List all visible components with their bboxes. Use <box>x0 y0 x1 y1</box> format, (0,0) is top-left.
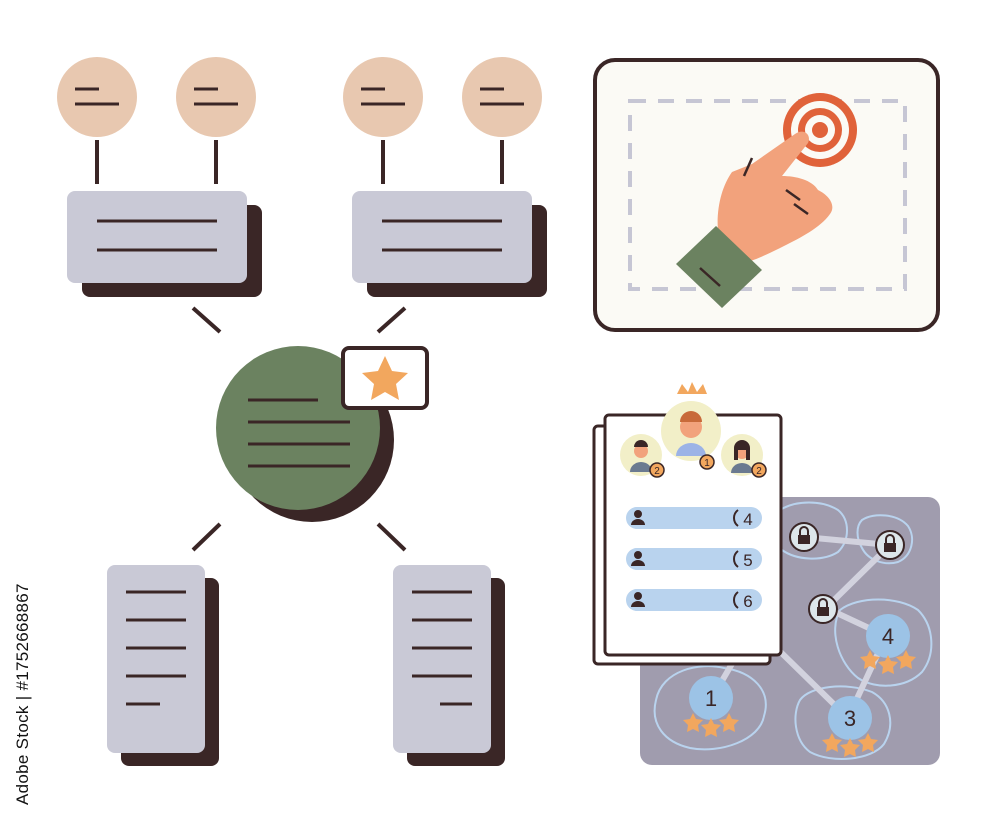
star-icon <box>822 733 842 752</box>
user-icon <box>634 592 642 600</box>
group-card-right <box>352 191 547 297</box>
crown-icon <box>677 382 707 394</box>
user-icon <box>634 510 642 518</box>
stock-id-label: Adobe Stock | #1752668867 <box>4 580 40 810</box>
lock-icon <box>817 607 829 616</box>
connector-line <box>376 306 407 334</box>
avatar-bubble-4 <box>462 57 542 184</box>
svg-text:4: 4 <box>882 624 894 649</box>
star-icon <box>896 650 916 669</box>
star-icon <box>362 356 408 400</box>
touch-screen-panel <box>593 58 940 332</box>
ranking-row[interactable]: 4 <box>626 507 762 529</box>
avatar-bubble-1 <box>57 57 137 184</box>
ranking-row[interactable]: 6 <box>626 589 762 611</box>
level-node-3[interactable]: 3 <box>822 696 878 757</box>
star-icon <box>840 738 860 757</box>
connector-line <box>191 306 222 334</box>
leaderboard-card: 2 1 2 4 <box>592 382 783 666</box>
svg-text:3: 3 <box>844 706 856 731</box>
star-icon <box>860 650 880 669</box>
level-node-1[interactable]: 1 <box>683 676 739 737</box>
podium-avatar-left: 2 <box>620 434 665 478</box>
tapping-hand-icon <box>676 131 833 308</box>
stock-id-text: Adobe Stock | #1752668867 <box>13 583 32 805</box>
lock-icon <box>798 535 810 544</box>
star-badge <box>341 346 429 410</box>
avatar-bubble-3 <box>343 57 423 184</box>
star-icon <box>878 655 898 674</box>
selection-area <box>628 99 907 291</box>
svg-text:2: 2 <box>756 466 762 477</box>
lock-node[interactable] <box>808 594 838 624</box>
user-icon <box>634 551 642 559</box>
podium-avatar-right: 2 <box>721 434 767 478</box>
hierarchy-diagram <box>57 57 547 766</box>
lock-icon <box>884 543 896 552</box>
svg-text:6: 6 <box>743 592 752 611</box>
document-left <box>107 565 219 766</box>
document-right <box>393 565 505 766</box>
svg-text:4: 4 <box>743 510 752 529</box>
podium-avatar-center: 1 <box>661 401 721 470</box>
svg-text:1: 1 <box>704 458 710 469</box>
svg-text:5: 5 <box>743 551 752 570</box>
star-icon <box>683 713 703 732</box>
avatar-bubble-2 <box>176 57 256 184</box>
connector-line <box>376 522 407 552</box>
svg-text:2: 2 <box>654 466 660 477</box>
group-card-left <box>67 191 262 297</box>
svg-text:1: 1 <box>705 686 717 711</box>
star-icon <box>701 718 721 737</box>
connector-line <box>191 522 222 552</box>
lock-node[interactable] <box>875 530 905 560</box>
star-icon <box>858 733 878 752</box>
star-icon <box>719 713 739 732</box>
level-node-4[interactable]: 4 <box>860 614 916 674</box>
lock-node[interactable] <box>789 522 819 552</box>
ranking-row[interactable]: 5 <box>626 548 762 570</box>
